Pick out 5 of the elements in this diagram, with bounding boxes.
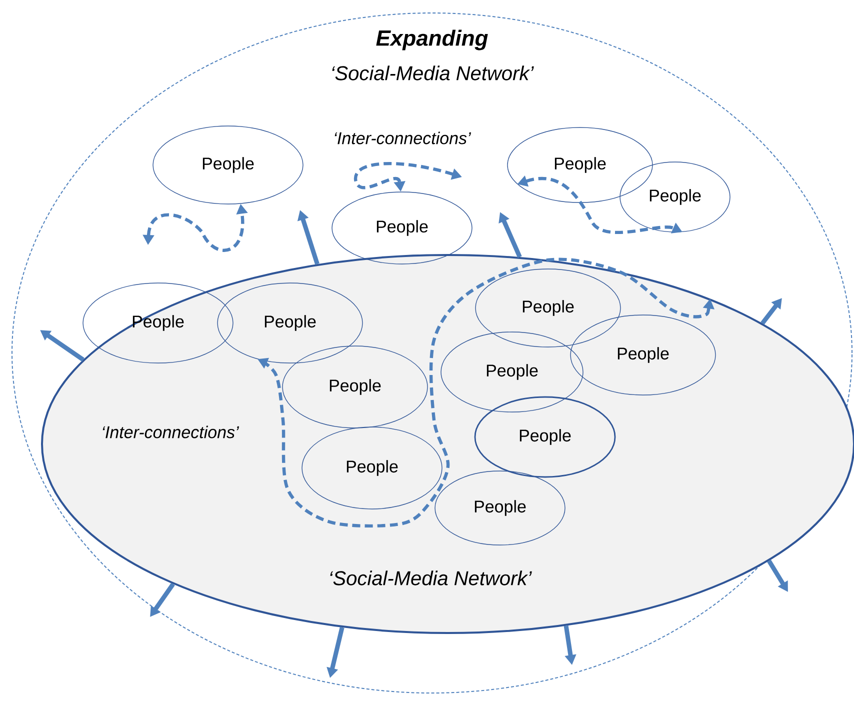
- network-label: ‘Social-Media Network’: [332, 66, 534, 80]
- heading: Expanding: [376, 30, 488, 50]
- network-label: ‘Social-Media Network’: [330, 570, 532, 586]
- annotation-label: ‘Inter-connections’: [334, 132, 472, 144]
- annotation-label: ‘Inter-connections’: [102, 426, 240, 438]
